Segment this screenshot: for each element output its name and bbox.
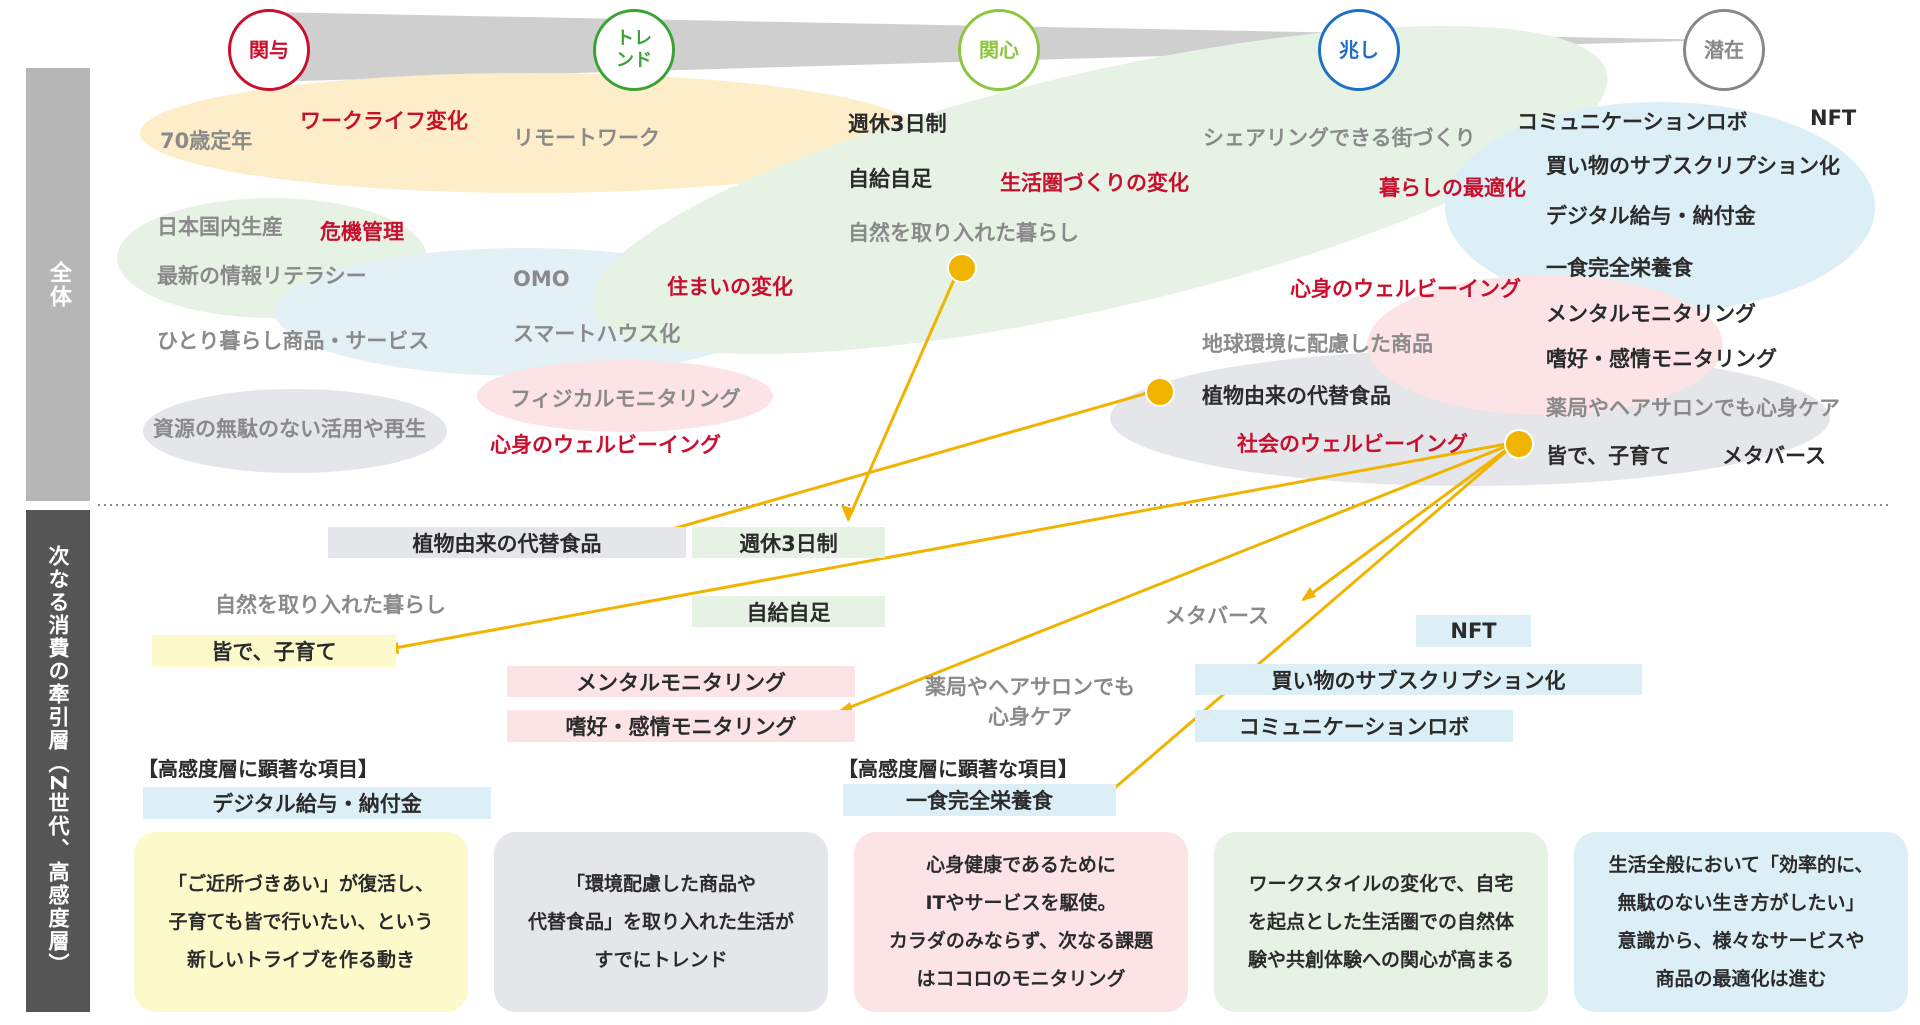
summary-card-optimization: 生活全般において「効率的に、無駄のない生き方がしたい」意識から、様々なサービスや… <box>1574 832 1908 1012</box>
keyword-highlight: 生活圏づくりの変化 <box>1000 171 1189 195</box>
keyword: 買い物のサブスクリプション化 <box>1546 154 1840 178</box>
arrow-to-preference <box>837 440 1518 714</box>
connector-arrows <box>383 265 1518 800</box>
keyword-highlight: 心身のウェルビーイング <box>1290 277 1521 301</box>
cluster-wellbeing <box>1367 275 1723 415</box>
keyword: シェアリングできる街づくり <box>1203 126 1476 150</box>
lower-item-digital-pay: デジタル給与・納付金 <box>143 787 491 819</box>
arrowhead <box>1301 587 1316 601</box>
section-header: 【高感度層に顕著な項目】 <box>138 757 378 781</box>
lower-item-robot: コミュニケーションロボ <box>1195 710 1513 742</box>
keyword: 自給自足 <box>848 167 932 191</box>
lower-item-metaverse: メタバース <box>1165 604 1269 628</box>
lower-item-meal: 一食完全栄養食 <box>843 784 1116 816</box>
lower-item-pharmacy-line2: 心身ケア <box>988 705 1072 729</box>
lower-item-preference: 嗜好・感情モニタリング <box>507 710 855 742</box>
keyword: フィジカルモニタリング <box>510 387 741 411</box>
keyword: 一食完全栄養食 <box>1546 256 1693 280</box>
arrow-to-plant <box>647 388 1159 538</box>
summary-card-community: 「ご近所づきあい」が復活し、子育ても皆で行いたい、という新しいトライブを作る動き <box>134 832 468 1012</box>
keyword: NFT <box>1810 106 1857 130</box>
band-overall-label: 全体 <box>46 260 71 309</box>
keyword-highlight: 心身のウェルビーイング <box>490 433 721 457</box>
lower-item-nature: 自然を取り入れた暮らし <box>215 593 446 617</box>
band-overall: 全体 <box>26 68 90 501</box>
origin-dot-living <box>947 253 977 283</box>
keyword: 週休3日制 <box>848 112 947 136</box>
keyword: 日本国内生産 <box>157 215 283 239</box>
keyword: ひとり暮らし商品・サービス <box>157 329 430 353</box>
lower-item-selfsuff: 自給自足 <box>692 596 885 627</box>
keyword-highlight: ワークライフ変化 <box>300 109 468 133</box>
summary-card-environment: 「環境配慮した商品や代替食品」を取り入れた生活がすでにトレンド <box>494 832 828 1012</box>
keyword-highlight: 社会のウェルビーイング <box>1237 432 1468 456</box>
lower-item-pharmacy-line1: 薬局やヘアサロンでも <box>925 675 1135 699</box>
lower-item-nft: NFT <box>1416 615 1531 647</box>
stage-interest: 関心 <box>958 9 1040 91</box>
stage-involvement: 関与 <box>228 9 310 91</box>
keyword: リモートワーク <box>513 126 660 150</box>
keyword-highlight: 住まいの変化 <box>667 275 793 299</box>
stage-trend: トレンド <box>593 9 675 91</box>
keyword: 資源の無駄のない活用や再生 <box>153 417 426 441</box>
keyword: メタバース <box>1722 444 1826 468</box>
keyword: デジタル給与・納付金 <box>1546 204 1756 228</box>
keyword: 地球環境に配慮した商品 <box>1202 332 1433 356</box>
keyword: 皆で、子育て <box>1546 444 1672 468</box>
cluster-worklife <box>140 73 920 193</box>
origin-dot-environment <box>1145 377 1175 407</box>
lower-item-mental: メンタルモニタリング <box>507 666 855 697</box>
arrow-to-childcare <box>383 440 1518 652</box>
arrow-to-weekly <box>846 265 962 521</box>
keyword: OMO <box>513 267 570 291</box>
keyword-highlight: 暮らしの最適化 <box>1379 176 1526 200</box>
origin-dot-wellbeing <box>1504 429 1534 459</box>
keyword: 嗜好・感情モニタリング <box>1546 347 1777 371</box>
lower-item-weekly: 週休3日制 <box>692 527 885 558</box>
keyword-highlight: 危機管理 <box>320 220 404 244</box>
keyword: メンタルモニタリング <box>1546 302 1756 326</box>
keyword: 植物由来の代替食品 <box>1202 384 1391 408</box>
section-header: 【高感度層に顕著な項目】 <box>838 757 1078 781</box>
arrow-to-metaverse <box>1302 440 1518 602</box>
keyword: 最新の情報リテラシー <box>157 264 367 288</box>
stage-sign: 兆し <box>1318 9 1400 91</box>
keyword: スマートハウス化 <box>513 322 681 346</box>
lower-item-childcare: 皆で、子育て <box>152 635 396 667</box>
cluster-living <box>592 25 1608 355</box>
keyword: コミュニケーションロボ <box>1517 110 1748 134</box>
band-next-consumers: 次なる消費の牽引層（Z世代、高感度層） <box>26 510 90 1012</box>
band-next-consumers-label: 次なる消費の牽引層（Z世代、高感度層） <box>46 545 70 977</box>
lower-item-pharmacy: 薬局やヘアサロンでも 心身ケア <box>925 672 1135 732</box>
arrow-to-meal <box>1102 440 1518 800</box>
lower-item-subscription: 買い物のサブスクリプション化 <box>1195 664 1642 695</box>
keyword: 薬局やヘアサロンでも心身ケア <box>1546 396 1840 420</box>
stage-latent: 潜在 <box>1683 9 1765 91</box>
keyword: 自然を取り入れた暮らし <box>848 221 1079 245</box>
summary-card-workstyle: ワークスタイルの変化で、自宅を起点とした生活圏での自然体験や共創体験への関心が高… <box>1214 832 1548 1012</box>
arrowhead <box>841 505 855 522</box>
cluster-resources <box>143 389 447 473</box>
lower-item-plant: 植物由来の代替食品 <box>328 527 686 558</box>
cluster-optimization <box>1445 102 1875 312</box>
cluster-physical <box>477 360 773 432</box>
keyword: 70歳定年 <box>160 129 253 153</box>
